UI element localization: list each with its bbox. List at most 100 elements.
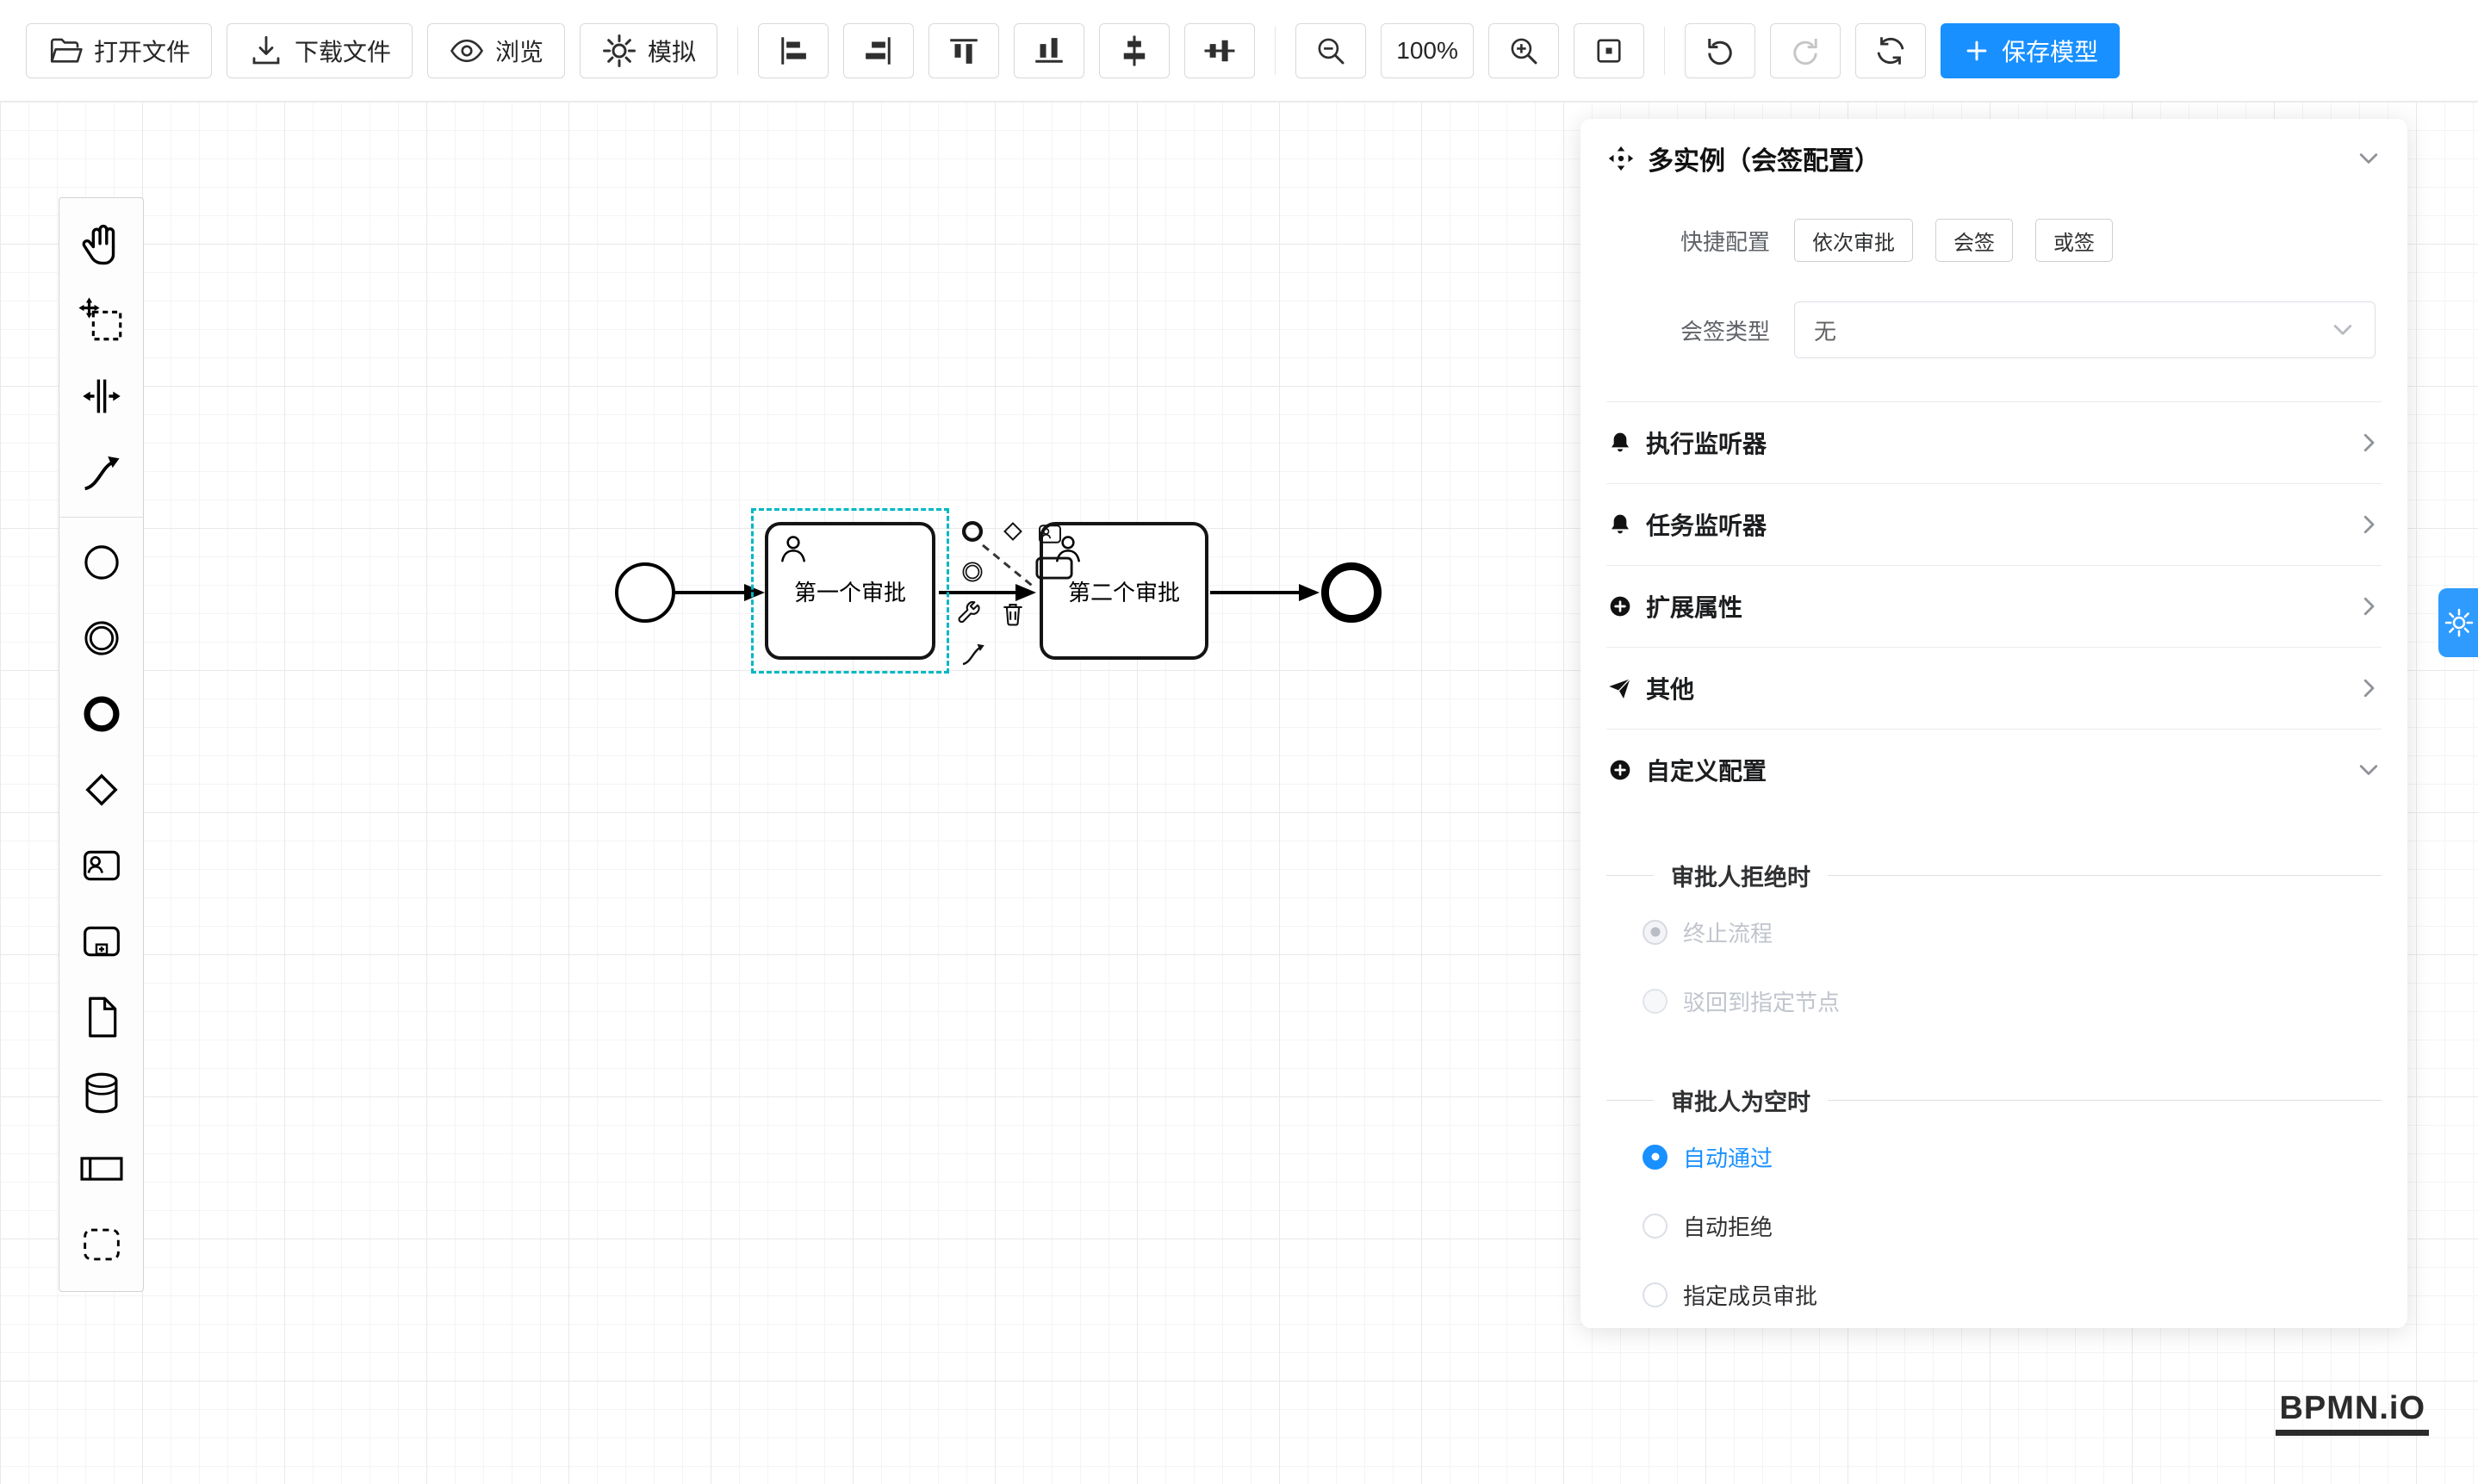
task-first-approval[interactable]: 第一个审批 [765,522,935,660]
bell-icon [1606,511,1634,538]
radio-auto-pass[interactable]: 自动通过 [1606,1122,2382,1191]
save-model-button[interactable]: 保存模型 [1941,22,2121,78]
create-participant[interactable] [59,1131,144,1207]
start-event-icon [77,537,127,587]
section-extension-properties[interactable]: 扩展属性 [1606,565,2382,647]
radio-auto-reject[interactable]: 自动拒绝 [1606,1191,2382,1260]
align-center-horizontal-button[interactable] [1099,22,1171,78]
sign-type-select[interactable]: 无 [1794,301,2376,358]
radio-label: 驳回到指定节点 [1683,989,1841,1015]
space-tool-icon [77,371,127,421]
palette-separator [59,517,144,518]
create-subprocess[interactable] [59,903,144,979]
pad-append-gateway-icon[interactable] [998,517,1028,546]
restart-button[interactable] [1855,22,1927,78]
align-middle-vertical-icon [1202,33,1238,69]
pad-append-user-task-icon[interactable] [1032,518,1068,550]
radio-return-to-node[interactable]: 驳回到指定节点 [1606,966,2382,1035]
open-file-button[interactable]: 打开文件 [26,22,213,78]
space-tool[interactable] [59,358,144,434]
simulate-button[interactable]: 模拟 [580,22,718,78]
zoom-in-button[interactable] [1488,22,1560,78]
user-task-icon [77,841,127,891]
chevron-down-icon [2330,317,2356,343]
section-execution-listeners[interactable]: 执行监听器 [1606,401,2382,483]
section-task-listeners[interactable]: 任务监听器 [1606,483,2382,565]
align-center-horizontal-icon [1116,33,1152,69]
create-end-event[interactable] [59,676,144,752]
radio-assign-member-approval[interactable]: 指定成员审批 [1606,1260,2382,1328]
zoom-out-button[interactable] [1295,22,1367,78]
hand-icon [77,220,127,270]
align-middle-vertical-button[interactable] [1184,22,1256,78]
pad-append-end-event-icon[interactable] [958,517,987,546]
chevron-down-icon [2356,757,2382,783]
chip-countersign[interactable]: 会签 [1935,219,2013,262]
radio-icon [1643,988,1668,1014]
align-bottom-icon [1031,33,1067,69]
section-other[interactable]: 其他 [1606,647,2382,729]
database-icon [77,1068,127,1118]
plus-circle-icon [1606,756,1634,784]
create-data-store[interactable] [59,1055,144,1131]
chip-or-sign[interactable]: 或签 [2035,219,2113,262]
radio-label: 终止流程 [1683,920,1773,947]
pad-wrench-icon[interactable] [954,599,984,628]
eye-icon [449,33,485,69]
plus-icon [1962,36,1991,65]
gear-icon [601,33,637,69]
create-gateway[interactable] [59,752,144,828]
toolbar: 打开文件 下载文件 浏览 模拟 100% 保 [0,0,2478,102]
zoom-level[interactable]: 100% [1381,22,1475,78]
quick-config-label: 快捷配置 [1680,228,1770,255]
simulate-label: 模拟 [648,38,697,65]
create-intermediate-event[interactable] [59,600,144,676]
redo-button[interactable] [1770,22,1841,78]
create-group[interactable] [59,1207,144,1282]
chip-sequential-approval[interactable]: 依次审批 [1794,219,1913,262]
pad-append-task-icon[interactable] [1034,556,1074,581]
toolbar-divider [737,26,739,75]
section-label: 任务监听器 [1646,512,1767,539]
sign-type-value: 无 [1814,318,1837,345]
end-event-shape[interactable] [1321,562,1382,623]
section-custom-config[interactable]: 自定义配置 [1606,729,2382,810]
align-left-button[interactable] [758,22,829,78]
pad-connect-icon[interactable] [958,638,989,669]
panel-toggle-tab[interactable] [2438,588,2478,657]
panel-title: 多实例（会签配置） [1648,147,1880,176]
fit-view-icon [1591,33,1627,69]
lasso-tool[interactable] [59,283,144,358]
radio-terminate-process[interactable]: 终止流程 [1606,897,2382,966]
radio-label: 自动通过 [1683,1145,1773,1171]
sign-type-row: 会签类型 无 [1606,301,2382,358]
fit-view-button[interactable] [1574,22,1645,78]
quick-config-options: 依次审批 会签 或签 [1794,219,2113,262]
subsection-title-text: 审批人拒绝时 [1671,865,1810,891]
undo-button[interactable] [1685,22,1756,78]
pad-append-intermediate-event-icon[interactable] [958,557,987,587]
download-file-button[interactable]: 下载文件 [227,22,413,78]
align-right-icon [860,33,897,69]
panel-header[interactable]: 多实例（会签配置） [1606,119,2382,198]
global-connect-tool[interactable] [59,434,144,510]
preview-button[interactable]: 浏览 [427,22,566,78]
file-icon [77,992,127,1042]
create-user-task[interactable] [59,828,144,903]
task-second-approval[interactable]: 第二个审批 [1040,522,1208,660]
group-icon [77,1220,127,1270]
align-bottom-button[interactable] [1014,22,1085,78]
pad-trash-icon[interactable] [998,599,1028,628]
start-event-shape[interactable] [615,562,675,623]
task-label: 第二个审批 [1067,579,1180,605]
bpmn-io-watermark[interactable]: BPMN.iO [2276,1390,2429,1436]
gear-icon [2444,607,2475,638]
align-right-button[interactable] [843,22,915,78]
restart-icon [1872,33,1909,69]
chevron-right-icon [2356,430,2382,456]
create-start-event[interactable] [59,525,144,600]
align-left-icon [775,33,811,69]
align-top-button[interactable] [928,22,1000,78]
hand-tool[interactable] [59,207,144,283]
create-data-object[interactable] [59,979,144,1055]
